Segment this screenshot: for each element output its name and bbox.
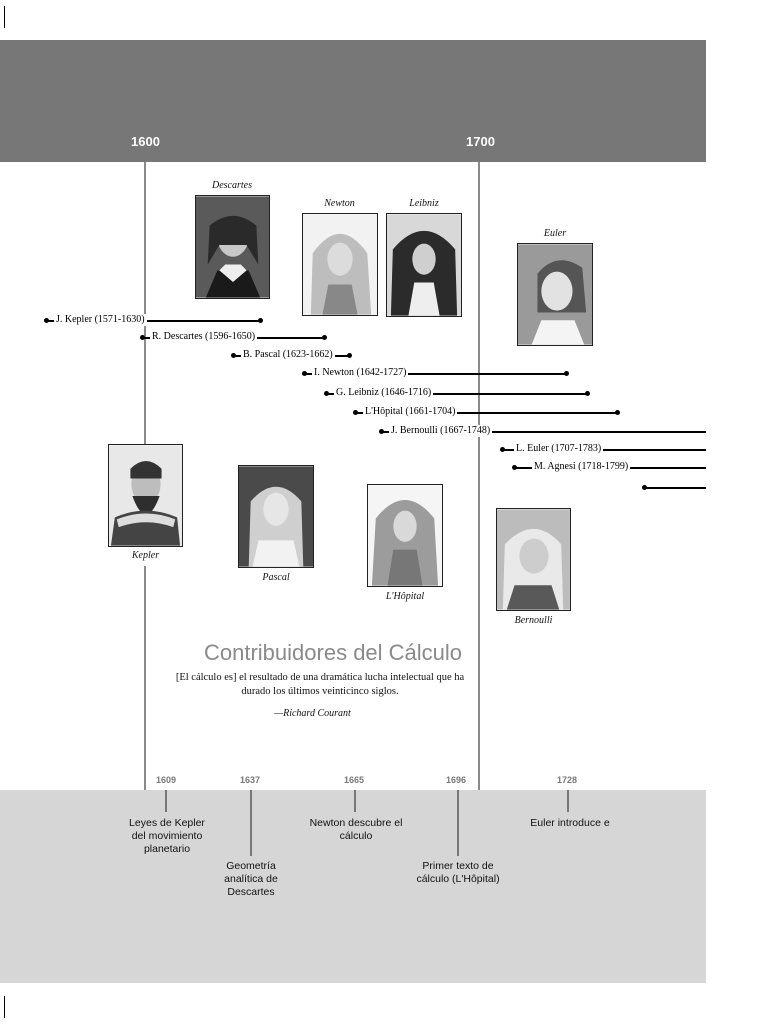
portrait-caption-kepler: Kepler	[131, 550, 160, 561]
quote-text: [El cálculo es] el resultado de una dram…	[175, 672, 465, 697]
lifespan-kepler: J. Kepler (1571-1630)	[44, 314, 264, 326]
portrait-descartes	[195, 195, 270, 299]
lifespan-euler: L. Euler (1707-1783)	[500, 443, 706, 455]
event-text-1609: Leyes de Kepler del movimiento planetari…	[129, 817, 205, 855]
event-tick-1728	[567, 790, 569, 812]
lifespan-label-leibniz: G. Leibniz (1646-1716)	[334, 387, 434, 399]
lifespan-label-kepler: J. Kepler (1571-1630)	[54, 314, 147, 326]
portrait-bernoulli	[496, 508, 571, 611]
crop-mark-bottom	[4, 996, 5, 1018]
event-year-1637: 1637	[240, 775, 261, 785]
event-text-1728: Euler introduce e	[530, 817, 610, 829]
portrait-caption-euler: Euler	[543, 228, 567, 239]
century-line-1600-lower	[144, 566, 146, 790]
event-year-1665: 1665	[344, 775, 365, 785]
portrait-leibniz	[386, 213, 462, 317]
lifespan-bernoulli: J. Bernoulli (1667-1748)	[379, 425, 706, 437]
event-tick-1609	[165, 790, 167, 812]
event-text-1665: Newton descubre el cálculo	[309, 817, 403, 842]
event-year-1728: 1728	[557, 775, 578, 785]
event-text-1637: Geometría analítica de Descartes	[224, 860, 278, 898]
event-tick-1696	[457, 790, 459, 856]
portrait-caption-newton: Newton	[324, 198, 355, 209]
lifespan-unlabeled	[642, 481, 706, 493]
portrait-caption-lhopital: L'Hôpital	[385, 591, 425, 602]
portrait-caption-leibniz: Leibniz	[409, 198, 439, 209]
lifespan-label-lhopital: L'Hôpital (1661-1704)	[363, 406, 458, 418]
event-tick-1637	[250, 790, 252, 856]
portrait-kepler	[108, 444, 183, 547]
event-text-1696: Primer texto de cálculo (L'Hôpital)	[416, 860, 500, 885]
portrait-euler	[517, 243, 593, 346]
lifespan-label-newton: I. Newton (1642-1727)	[312, 367, 409, 379]
event-tick-1665	[354, 790, 356, 812]
lifespan-newton: I. Newton (1642-1727)	[302, 367, 570, 379]
footer-band	[0, 790, 706, 983]
lifespan-label-descartes: R. Descartes (1596-1650)	[150, 331, 258, 343]
century-line-1600	[144, 162, 146, 444]
portrait-newton	[302, 213, 378, 316]
lifespan-leibniz: G. Leibniz (1646-1716)	[324, 387, 591, 399]
portrait-pascal	[238, 465, 314, 568]
portrait-caption-descartes: Descartes	[212, 180, 252, 191]
event-year-1609: 1609	[156, 775, 177, 785]
page-title: Contribuidores del Cálculo	[204, 640, 463, 665]
portrait-caption-bernoulli: Bernoulli	[514, 615, 553, 626]
event-year-1696: 1696	[446, 775, 467, 785]
lifespan-label-euler: L. Euler (1707-1783)	[514, 443, 604, 455]
lifespan-descartes: R. Descartes (1596-1650)	[140, 331, 328, 343]
lifespan-agnesi: M. Agnesi (1718-1799)	[512, 461, 706, 473]
century-label-1700: 1700	[466, 134, 495, 149]
lifespan-pascal: B. Pascal (1623-1662)	[231, 349, 353, 361]
lifespan-label-pascal: B. Pascal (1623-1662)	[241, 349, 335, 361]
quote-author: —Richard Courant	[274, 708, 351, 719]
lifespan-label-bernoulli: J. Bernoulli (1667-1748)	[389, 425, 493, 437]
century-label-1600: 1600	[131, 134, 160, 149]
lifespan-label-agnesi: M. Agnesi (1718-1799)	[532, 461, 631, 473]
crop-mark-top	[4, 6, 5, 28]
portrait-caption-pascal: Pascal	[262, 572, 290, 583]
portrait-lhopital	[367, 484, 443, 587]
century-line-1700	[478, 162, 480, 790]
header-band	[0, 40, 706, 162]
lifespan-lhopital: L'Hôpital (1661-1704)	[353, 406, 621, 418]
